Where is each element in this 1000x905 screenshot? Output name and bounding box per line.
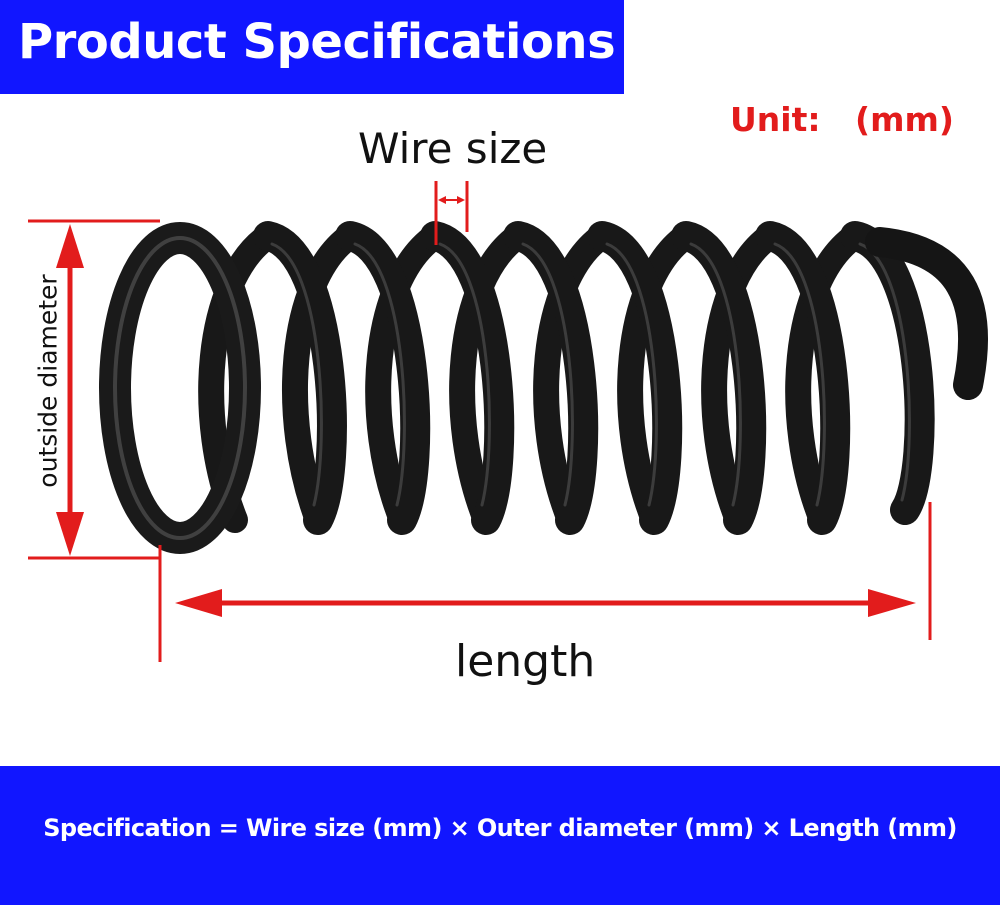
outside-diameter-label: outside diameter <box>33 274 63 488</box>
unit-label: Unit: (mm) <box>730 100 954 139</box>
wire-size-label: Wire size <box>358 124 548 173</box>
wire-size-dimension <box>434 181 469 245</box>
arrow-icon <box>868 589 916 617</box>
arrow-icon <box>56 224 84 268</box>
specification-formula: Specification = Wire size (mm) × Outer d… <box>43 814 957 842</box>
length-dimension <box>158 502 932 662</box>
title-banner: Product Specifications <box>0 0 624 94</box>
outside-diameter-dimension <box>28 219 160 560</box>
footer-banner: Specification = Wire size (mm) × Outer d… <box>0 766 1000 905</box>
arrow-icon <box>457 196 465 204</box>
arrow-icon <box>175 589 222 617</box>
arrow-icon <box>438 196 446 204</box>
length-label: length <box>455 636 596 687</box>
arrow-icon <box>56 512 84 556</box>
compression-spring-image <box>99 221 989 554</box>
page-title: Product Specifications <box>18 14 616 70</box>
